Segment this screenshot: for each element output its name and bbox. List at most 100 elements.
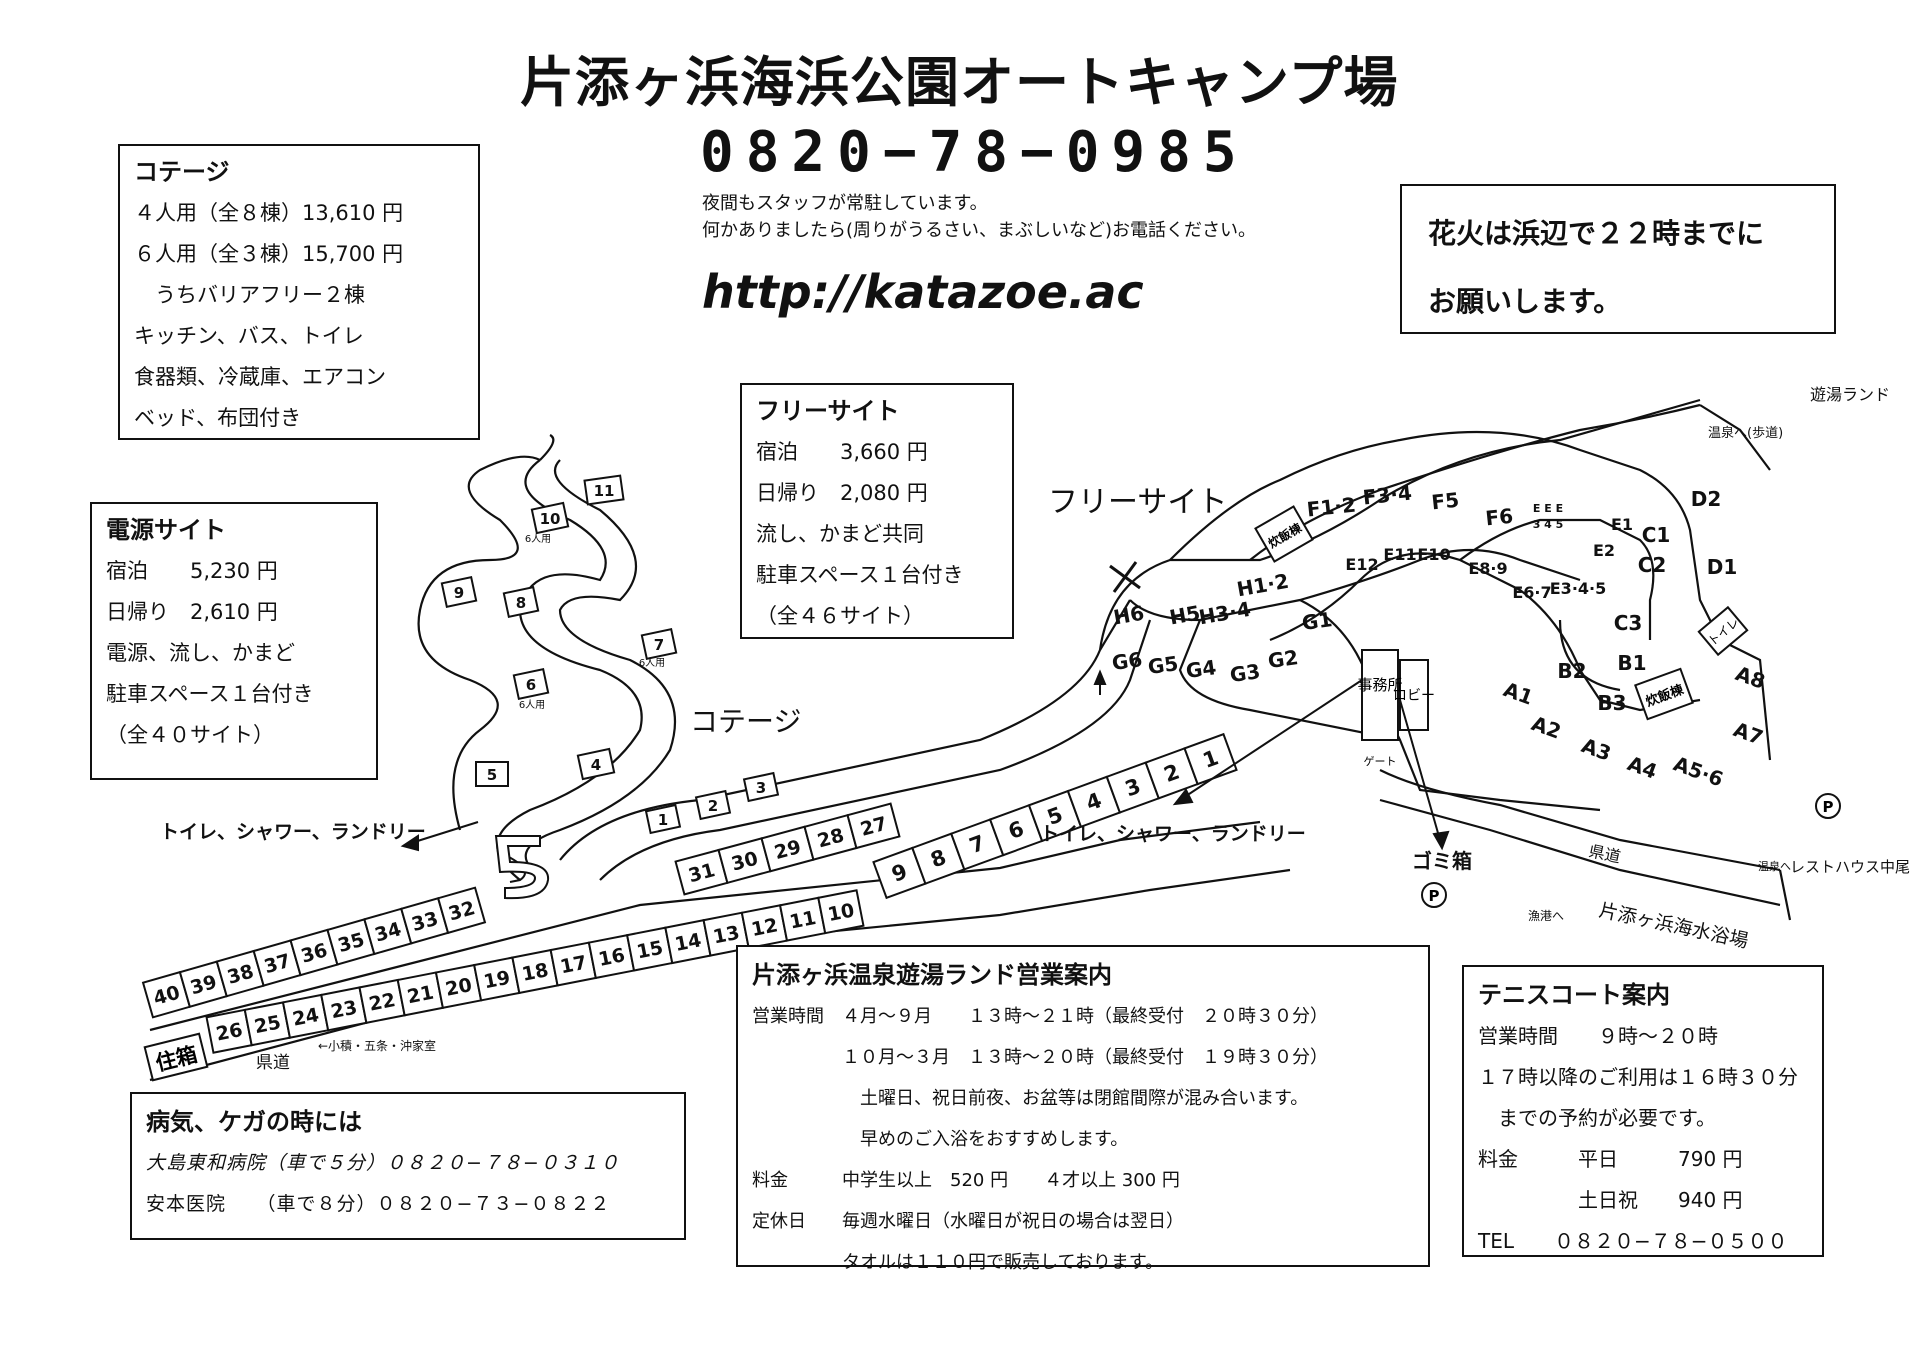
power-site-label: 24 — [291, 1004, 321, 1031]
free-site-E1: E1 — [1611, 515, 1633, 534]
parking-marker-1: P — [1421, 882, 1447, 908]
cottage-3: 3 — [742, 771, 780, 803]
office-label: 事務所 — [1357, 676, 1402, 694]
power-site-19: 19 — [473, 956, 521, 1002]
tennis-line: までの予約が必要です。 — [1478, 1106, 1716, 1130]
free-site-B1: B1 — [1617, 651, 1646, 675]
power-site-11: 11 — [778, 896, 827, 942]
power-site-16: 16 — [587, 933, 636, 980]
cottage-area-label: コテージ — [690, 705, 801, 738]
svg-text:2: 2 — [708, 797, 718, 815]
cottage-info-line: キッチン、バス、トイレ — [134, 324, 364, 348]
free-site-F34: F3·4 — [1362, 481, 1413, 510]
power-site-26: 26 — [205, 1008, 253, 1054]
hospital-line: 大島東和病院（車で５分）０８２０−７８−０３１０ — [146, 1152, 620, 1174]
onsen-direction-label: 温泉へ — [1758, 859, 1791, 873]
tennis-line: 土日祝 940 円 — [1478, 1188, 1743, 1212]
power-site-36: 36 — [289, 928, 339, 977]
fishing-port-label: 漁港へ — [1528, 909, 1564, 923]
power-site-2: 2 — [1144, 747, 1199, 800]
free-site-A56: A5·6 — [1670, 751, 1726, 791]
staff-note: 夜間もスタッフが常駐しています。 何かありましたら(周りがうるさい、まぶしいなど… — [702, 190, 1256, 244]
tennis-line: 営業時間 ９時～２０時 — [1478, 1024, 1718, 1048]
free-site-G5: G5 — [1146, 651, 1179, 679]
cottage-7: 7 — [640, 627, 678, 661]
tennis-line: TEL ０８２０−７８−０５００ — [1478, 1229, 1788, 1253]
svg-text:4: 4 — [591, 756, 601, 774]
free-site-D1: D1 — [1707, 555, 1738, 579]
power-site-label: 16 — [597, 944, 627, 971]
tennis-line: １７時以降のご利用は１６時３０分 — [1478, 1065, 1798, 1089]
onsen-walkway-label: 温泉へ(歩道) — [1708, 425, 1783, 441]
power-site-8: 8 — [911, 832, 966, 885]
power-site-32: 32 — [436, 886, 487, 935]
power-site-3: 3 — [1105, 761, 1161, 814]
onsen-line: 早めのご入浴をおすすめします。 — [752, 1129, 1129, 1150]
svg-text:7: 7 — [654, 636, 664, 654]
free-site-E11: E11 — [1383, 545, 1416, 564]
power-site-33: 33 — [400, 897, 450, 945]
power-site-5: 5 — [1027, 789, 1083, 843]
free-site-G1: G1 — [1300, 607, 1333, 635]
cottage-info-box: コテージ ４人用（全８棟）13,610 円 ６人用（全３棟）15,700 円 う… — [118, 144, 480, 440]
staff-note-line1: 夜間もスタッフが常駐しています。 — [702, 193, 988, 214]
power-site-40: 40 — [141, 970, 192, 1019]
free-site-C1: C1 — [1642, 523, 1671, 547]
free-site-E345: E3·4·5 — [1550, 579, 1606, 598]
power-site-20: 20 — [434, 963, 483, 1010]
tennis-line: 料金 平日 790 円 — [1478, 1147, 1743, 1171]
fireworks-notice: 花火は浜辺で２２時までに お願いします。 — [1400, 184, 1836, 334]
cottage-info-line: ６人用（全３棟）15,700 円 — [134, 242, 404, 266]
entrance-marker — [1109, 561, 1141, 593]
onsen-heading: 片添ヶ浜温泉遊湯ランド営業案内 — [752, 961, 1112, 989]
power-site-18: 18 — [511, 948, 559, 995]
cottage-5: 5 — [475, 761, 509, 787]
onsen-line: 営業時間 ４月～９月 １３時～２１時（最終受付 ２０時３０分） — [752, 1006, 1328, 1027]
free-site-H34: H3·4 — [1197, 597, 1253, 630]
free-site-G3: G3 — [1228, 659, 1261, 687]
free-site-G4: G4 — [1184, 655, 1217, 683]
six-person-label-7: 6人用 — [639, 657, 665, 669]
kendo-label-right: 県道 — [1587, 841, 1622, 866]
kitchen-building-2: 炊飯棟 — [1634, 667, 1694, 721]
free-site-C3: C3 — [1614, 611, 1643, 635]
power-site-7: 7 — [949, 818, 1005, 871]
camp-phone-number: 0820−78−0985 — [700, 120, 1249, 185]
free-site-H6: H6 — [1112, 601, 1146, 630]
svg-text:1: 1 — [658, 811, 668, 829]
power-site-label: 13 — [711, 922, 741, 949]
tennis-info-box: テニスコート案内 営業時間 ９時～２０時 １７時以降のご利用は１６時３０分 まで… — [1462, 965, 1824, 1257]
kitchen-building-1: 炊飯棟 — [1254, 505, 1314, 563]
power-site-25: 25 — [243, 1001, 292, 1047]
power-site-37: 37 — [252, 939, 302, 987]
power-site-label: 19 — [482, 967, 512, 994]
cottage-9: 9 — [440, 575, 478, 609]
cottage-2: 2 — [694, 789, 732, 821]
power-site-label: 10 — [826, 899, 856, 926]
power-site-label: 23 — [329, 997, 359, 1024]
beach-label: 片添ヶ浜海水浴場 — [1597, 899, 1750, 952]
power-site-35: 35 — [326, 918, 376, 966]
tennis-heading: テニスコート案内 — [1478, 981, 1670, 1009]
svg-text:11: 11 — [594, 482, 615, 500]
onsen-line: １０月～３月 １３時～２０時（最終受付 １９時３０分） — [752, 1047, 1328, 1068]
power-site-9: 9 — [872, 846, 927, 900]
medical-heading: 病気、ケガの時には — [146, 1108, 362, 1136]
free-site-A7: A7 — [1730, 717, 1766, 750]
staff-note-line2: 何かありましたら(周りがうるさい、まぶしいなど)お電話ください。 — [702, 220, 1257, 241]
free-site-line: 流し、かまど共同 — [756, 522, 924, 546]
clinic-line: 安本医院 （車で８分）０８２０−７３−０８２２ — [146, 1193, 611, 1215]
cottage-info-heading: コテージ — [134, 158, 230, 186]
website-url: http://katazoe.ac — [702, 265, 1144, 319]
kendo-label: 県道 — [256, 1053, 290, 1073]
toilet-building-left — [494, 835, 550, 900]
free-site-line: 日帰り 2,080 円 — [756, 481, 928, 505]
fireworks-line1: 花火は浜辺で２２時までに — [1428, 217, 1765, 250]
power-site-label: 11 — [788, 907, 818, 934]
svg-text:5: 5 — [487, 766, 497, 784]
power-site-34: 34 — [363, 907, 413, 956]
power-site-31: 31 — [674, 848, 729, 896]
free-site-345: 3 4 5 — [1533, 518, 1564, 531]
free-site-F12: F1·2 — [1306, 493, 1357, 522]
